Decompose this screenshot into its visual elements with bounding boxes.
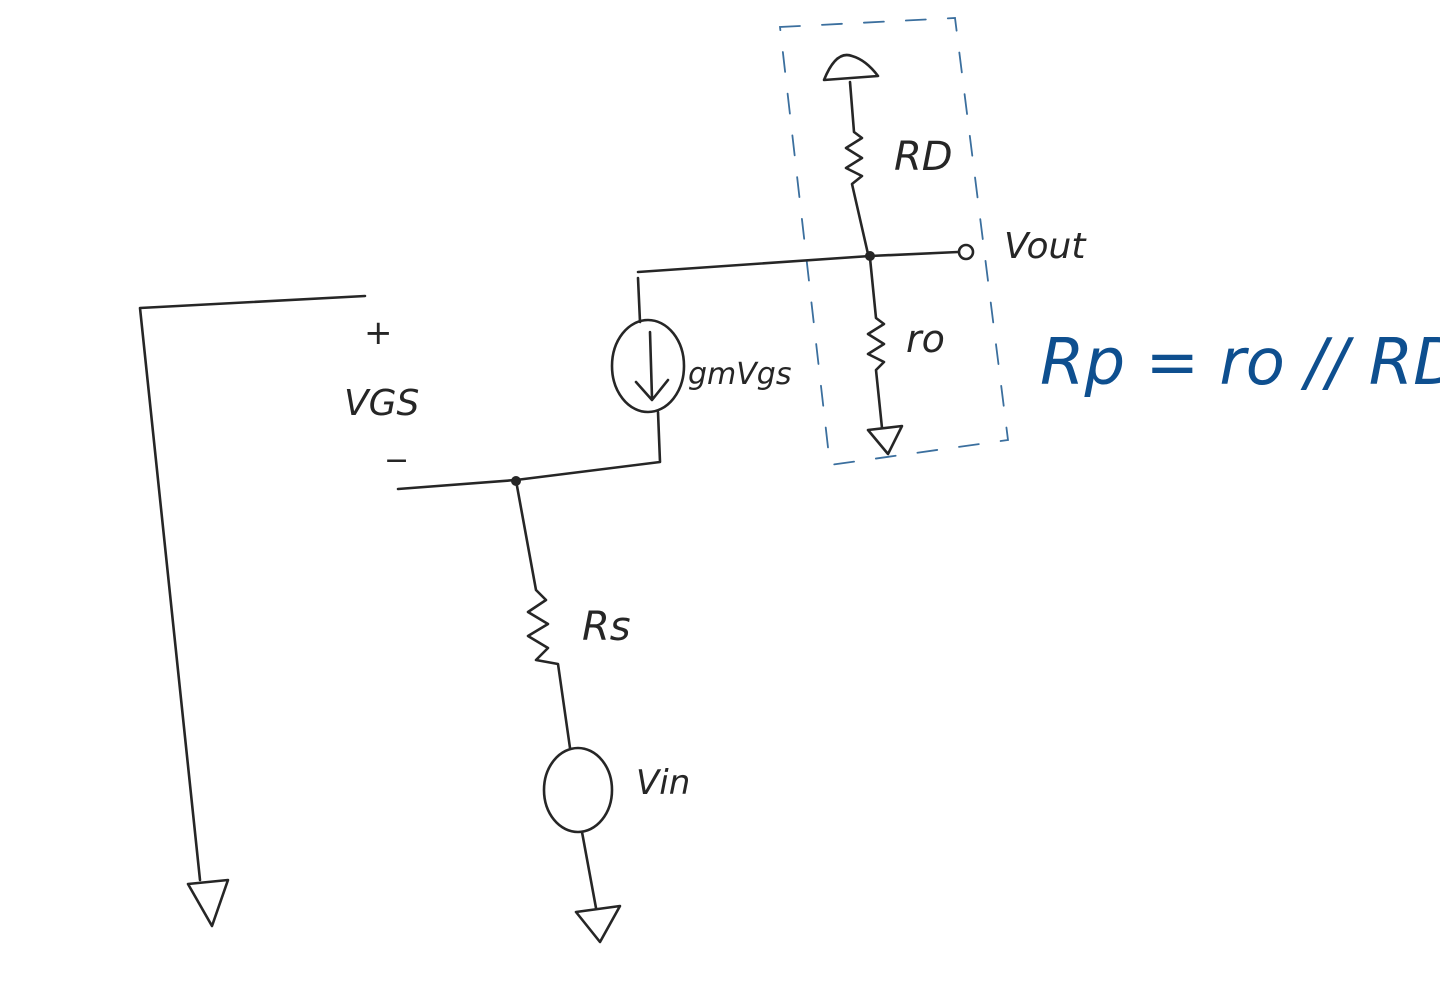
- source-node-dot: [511, 476, 521, 486]
- source-wire: [396, 410, 662, 491]
- rd-label: RD: [894, 134, 953, 180]
- vin-ground-wire: [580, 830, 598, 910]
- gm-vgs-label: gmVgs: [688, 357, 791, 392]
- rp-equation: Rp = ro // RD: [1040, 326, 1440, 400]
- dependent-current-source-icon: [610, 318, 686, 414]
- vgs-minus-sign: −: [384, 443, 409, 478]
- vin-source-icon: [542, 746, 614, 834]
- current-arrow-icon: [634, 330, 670, 402]
- vout-terminal-icon[interactable]: [957, 243, 975, 261]
- vin-label: Vin: [636, 763, 690, 803]
- vdd-supply-icon: [822, 53, 880, 82]
- drain-wire: [636, 250, 960, 274]
- vin-ground-icon: [574, 904, 622, 944]
- ro-resistor: [866, 256, 886, 430]
- vout-label: Vout: [1004, 226, 1087, 267]
- rp-grouping-box: [778, 17, 1010, 467]
- rs-resistor: [515, 484, 572, 750]
- vgs-plus-sign: +: [364, 313, 393, 353]
- rd-resistor: [844, 80, 870, 256]
- gate-wire: [138, 294, 367, 882]
- rs-label: Rs: [582, 604, 631, 650]
- gate-ground-icon: [186, 878, 230, 928]
- vgs-label: VGS: [344, 383, 419, 424]
- ro-ground-icon: [866, 424, 904, 456]
- ro-label: ro: [906, 317, 945, 361]
- current-source-top-wire: [636, 276, 642, 324]
